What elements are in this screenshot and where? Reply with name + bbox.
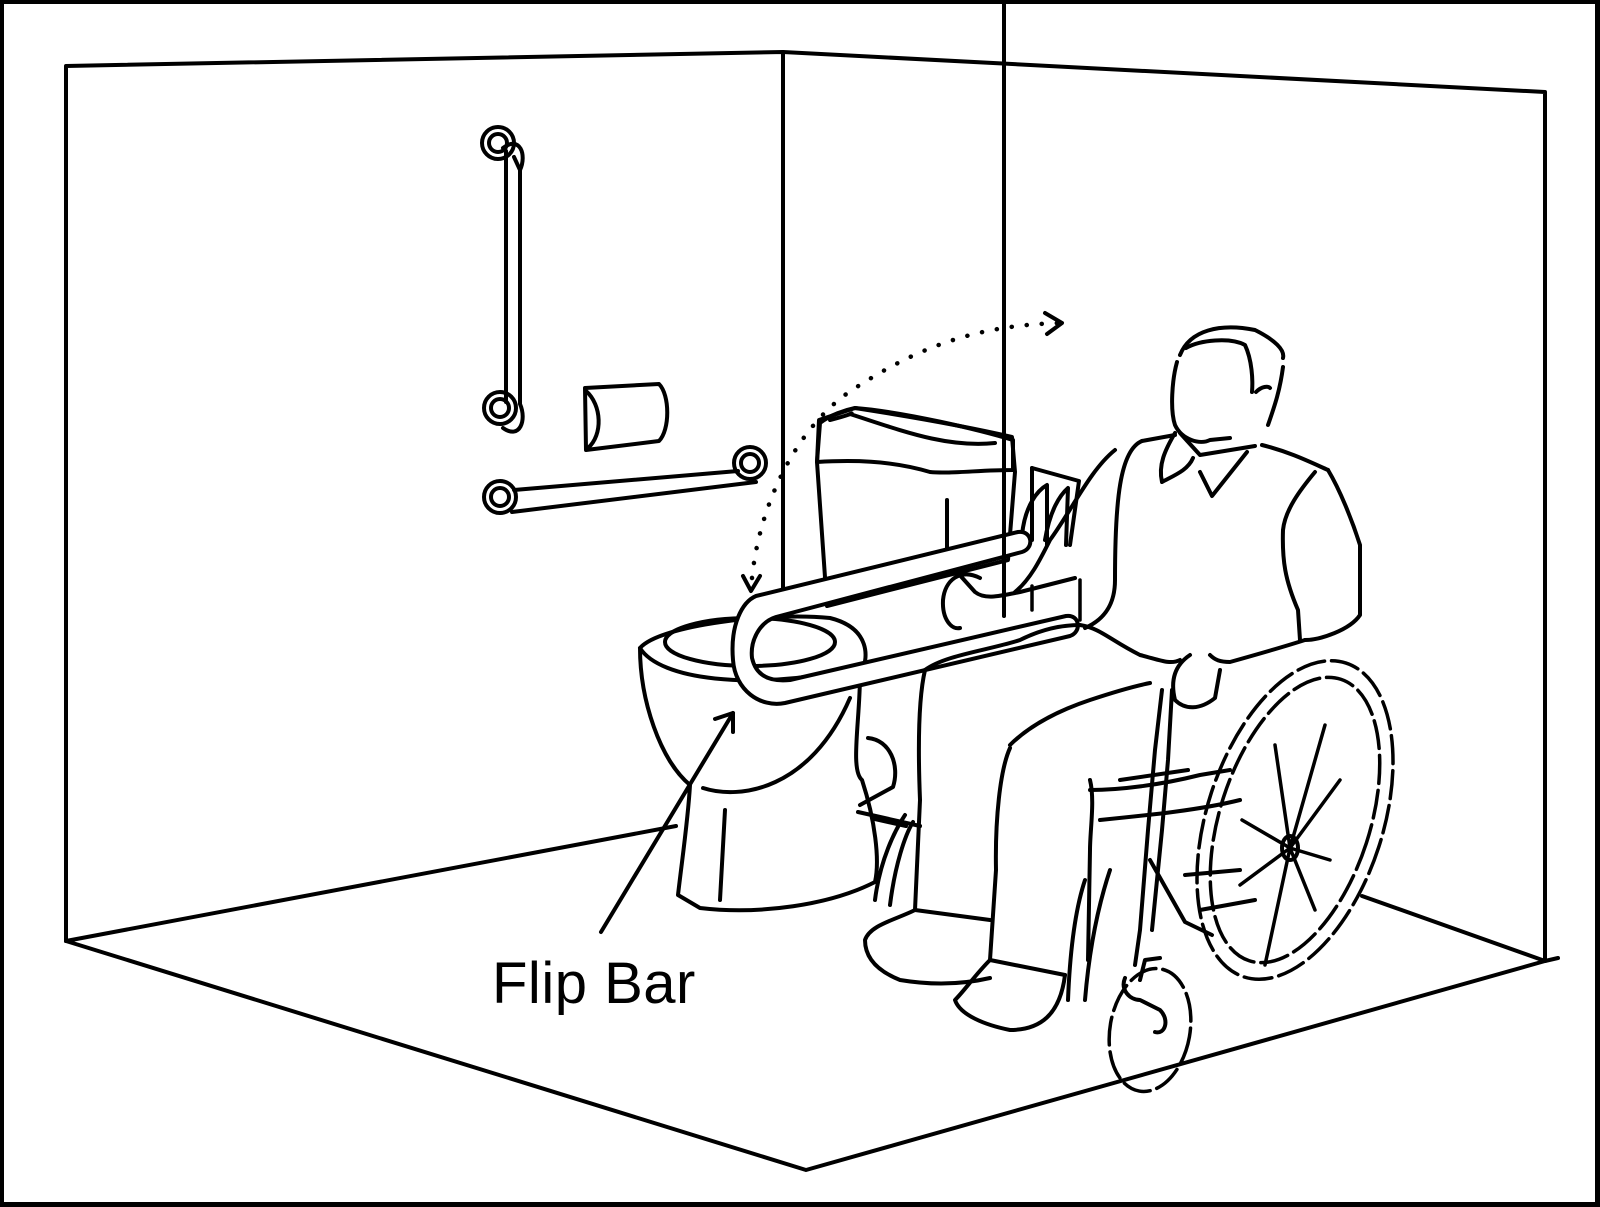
- flip-bar-hinge: [1020, 466, 1081, 547]
- label-arrow: [599, 711, 735, 934]
- toilet-paper-holder: [583, 382, 670, 452]
- flip-bar-label: Flip Bar: [492, 951, 696, 1016]
- room-outline: [64, 50, 1560, 1172]
- horizontal-grab-bar: [482, 445, 768, 515]
- wheelchair-user: [863, 0, 1362, 1032]
- vertical-grab-bar: [480, 125, 525, 434]
- rotation-arrow: [741, 311, 1064, 593]
- wheelchair: [873, 658, 1395, 1094]
- flip-bar[interactable]: [730, 529, 1080, 706]
